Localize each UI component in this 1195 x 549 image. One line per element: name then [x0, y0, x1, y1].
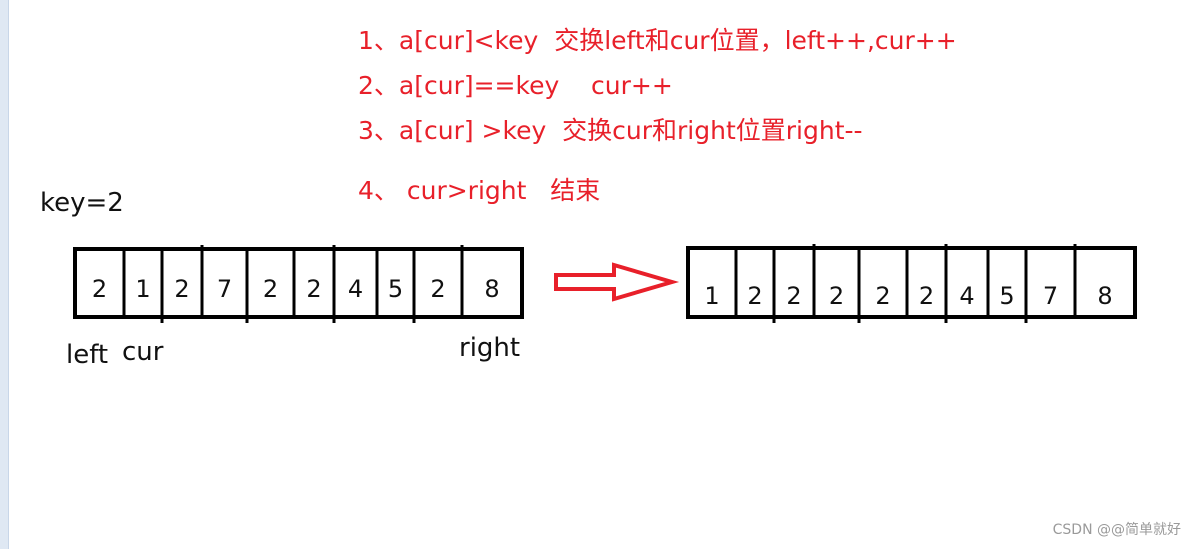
- rule-3: 3、a[cur] >key 交换cur和right位置right--: [358, 116, 863, 145]
- after-cell-value: 2: [786, 282, 801, 310]
- before-cell-value: 8: [484, 275, 499, 303]
- rule-2: 2、a[cur]==key cur++: [358, 71, 673, 100]
- before-cell-value: 2: [92, 275, 107, 303]
- after-cell-value: 4: [959, 282, 974, 310]
- after-cell-value: 2: [919, 282, 934, 310]
- window-left-edge: [0, 0, 9, 549]
- before-cell-value: 4: [348, 275, 363, 303]
- right-arrow-shape: [554, 262, 680, 302]
- after-cell-value: 7: [1043, 282, 1058, 310]
- after-cell-value: 2: [747, 282, 762, 310]
- key-label: key=2: [40, 188, 124, 218]
- after-cell-value: 2: [829, 282, 844, 310]
- after-cell-value: 8: [1097, 282, 1112, 310]
- csdn-watermark: CSDN @@简单就好: [1052, 522, 1181, 538]
- after-cell-value: 2: [875, 282, 890, 310]
- rule-1: 1、a[cur]<key 交换left和cur位置，left++,cur++: [358, 26, 957, 55]
- right-pointer-label: right: [459, 333, 521, 363]
- transform-arrow: [554, 262, 680, 302]
- before-cell-value: 2: [263, 275, 278, 303]
- before-cell-value: 7: [217, 275, 232, 303]
- before-cell-value: 2: [306, 275, 321, 303]
- before-outline: [73, 247, 524, 319]
- left-pointer-label: left: [66, 340, 109, 370]
- before-cell-value: 2: [174, 275, 189, 303]
- before-cell-value: 1: [135, 275, 150, 303]
- after-cell-value: 1: [704, 282, 719, 310]
- before-cell-value: 2: [430, 275, 445, 303]
- before-cell-value: 5: [388, 275, 403, 303]
- rule-4: 4、 cur>right 结束: [358, 176, 601, 205]
- after-outline: [686, 246, 1137, 319]
- after-cell-value: 5: [999, 282, 1014, 310]
- cur-pointer-label: cur: [122, 337, 164, 367]
